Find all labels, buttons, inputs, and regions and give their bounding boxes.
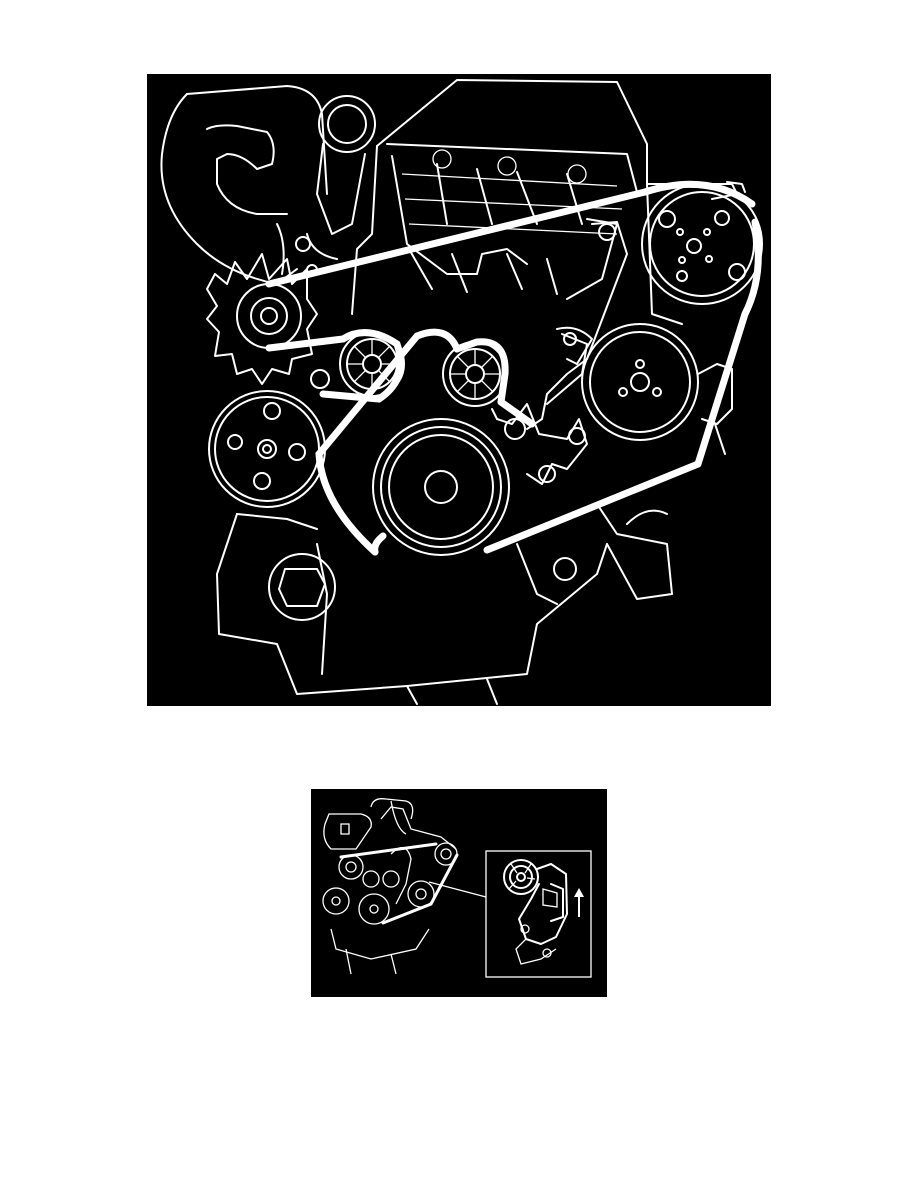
ac-compressor-pulley <box>641 181 763 305</box>
tensioner-detail-inset <box>311 789 607 997</box>
intake-duct <box>160 85 376 285</box>
lower-block-outline <box>216 503 673 705</box>
up-arrow-icon <box>574 888 584 917</box>
crankshaft-pulley <box>372 418 510 556</box>
alternator <box>206 236 318 385</box>
tensioner-detail-drawing <box>322 798 592 978</box>
engine-block-outline <box>351 79 738 325</box>
engine-belt-diagram <box>147 74 771 706</box>
leader-line <box>428 881 487 898</box>
water-pump-pulley <box>581 323 733 455</box>
power-steering-pulley <box>208 390 326 508</box>
tensioner-bracket <box>491 221 628 485</box>
engine-overview-small <box>322 798 459 975</box>
tensioner-closeup-panel <box>485 850 592 978</box>
engine-belt-drawing <box>160 79 763 705</box>
serpentine-belt <box>265 180 762 556</box>
